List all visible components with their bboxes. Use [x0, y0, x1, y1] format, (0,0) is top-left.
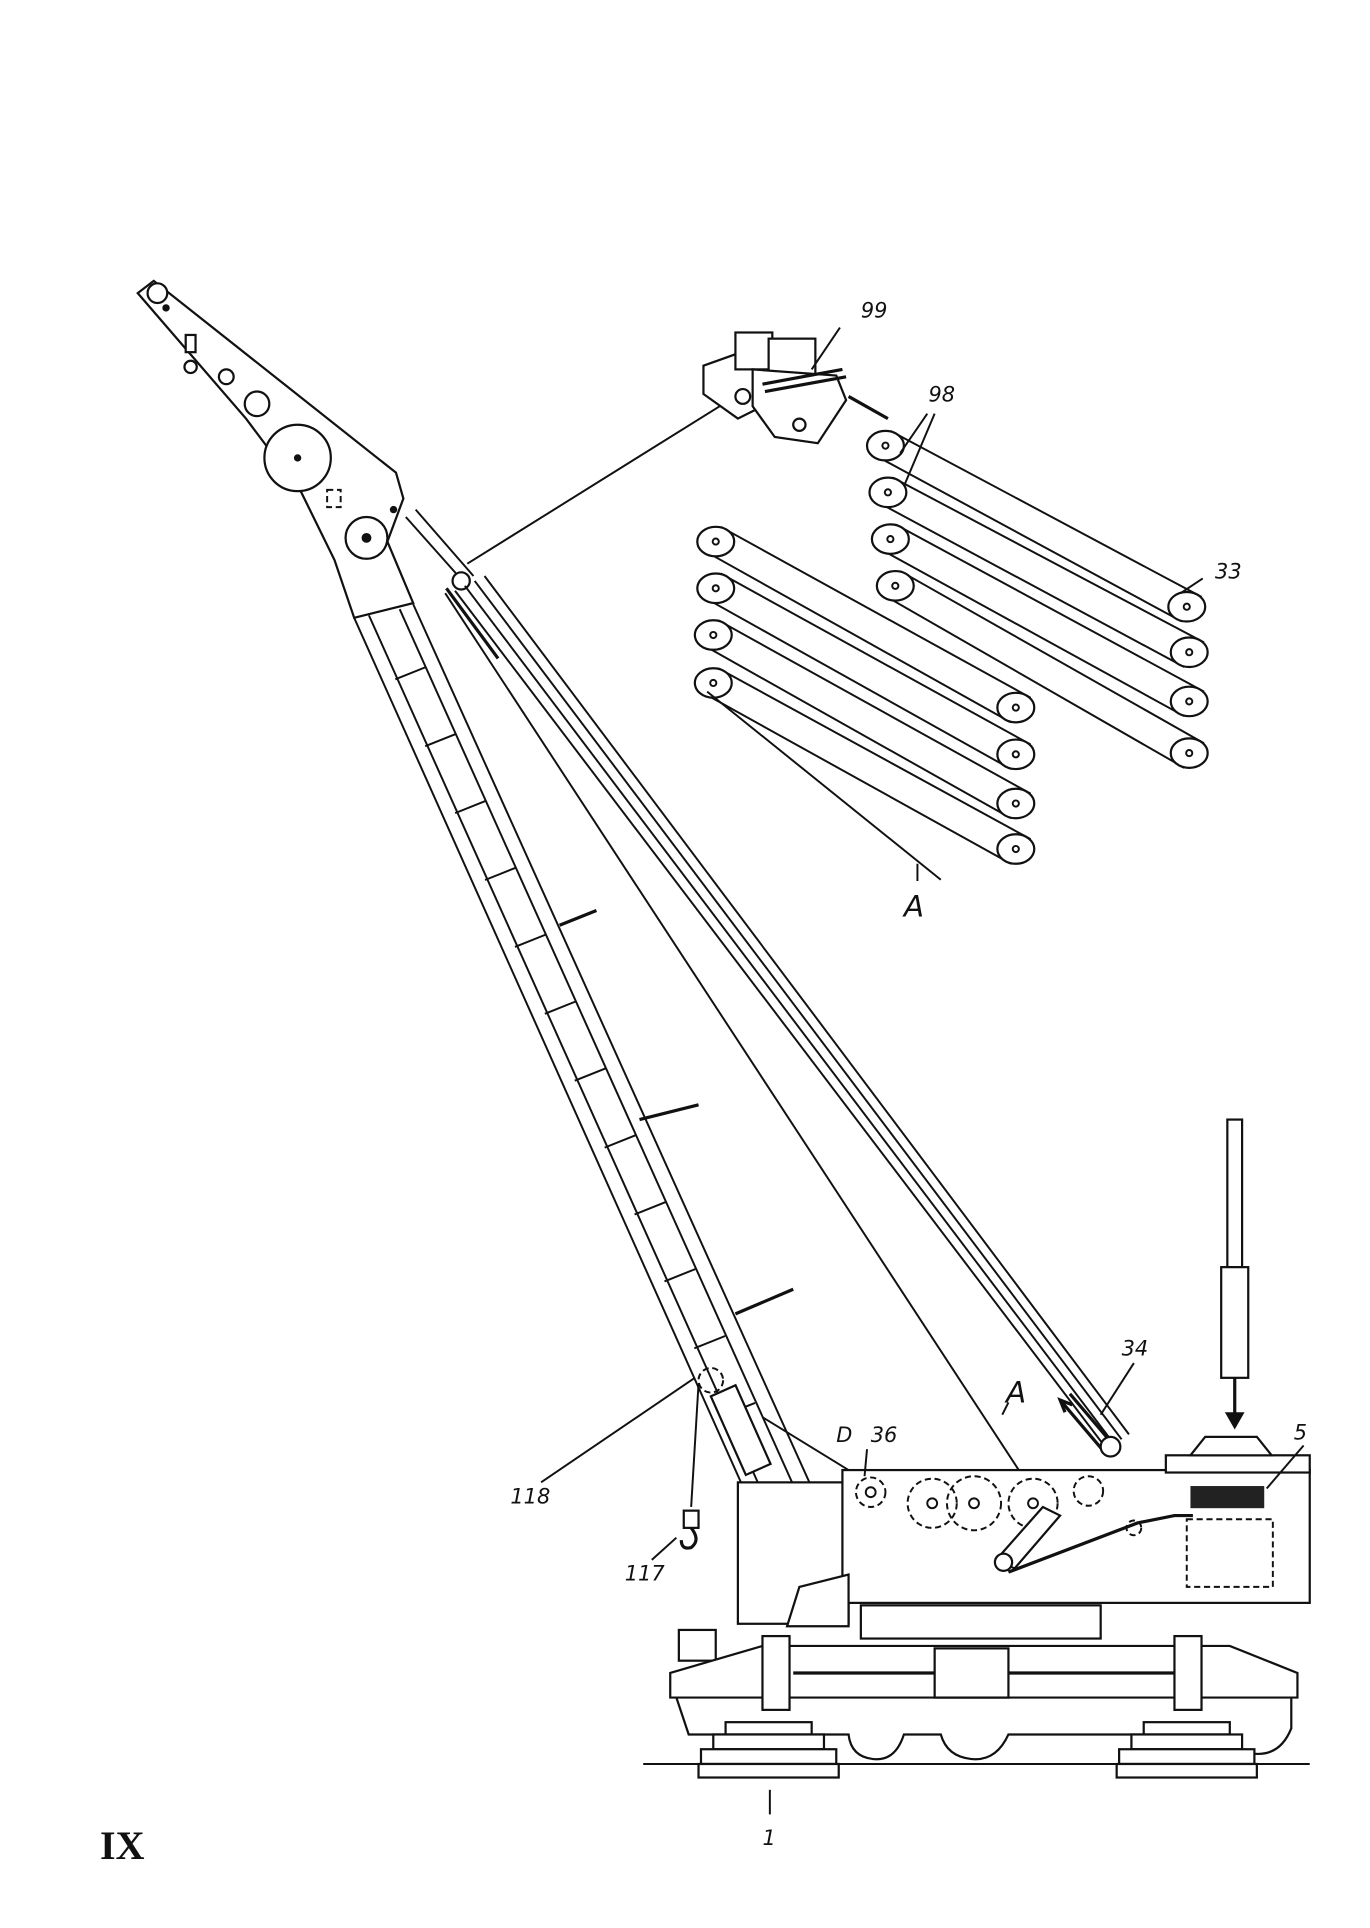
ladder-rung — [544, 1000, 576, 1015]
sheave-sets — [693, 429, 1209, 865]
sheave-belt — [870, 523, 1209, 718]
ladder-rung — [454, 799, 487, 815]
undercarriage — [643, 1604, 1310, 1815]
ladder-rung — [514, 933, 547, 948]
superstructure — [736, 1392, 1311, 1628]
sheave-belt — [875, 569, 1209, 769]
label-5: 5 — [1294, 1420, 1307, 1444]
sheave-icon — [875, 569, 915, 602]
sheave-icon — [1167, 590, 1207, 623]
boom-head — [136, 279, 415, 620]
sheave-belt — [693, 619, 1036, 820]
sheave-icon — [1169, 737, 1209, 769]
sheave-icon — [996, 691, 1036, 724]
boom-lattice — [353, 603, 852, 1600]
sheave-belt — [696, 572, 1036, 771]
label-34: 34 — [1122, 1337, 1149, 1361]
label-98: 98 — [929, 382, 956, 406]
sheave-belt — [868, 476, 1209, 669]
ropes — [405, 395, 1130, 1512]
label-D: D — [836, 1423, 852, 1447]
ladder-rung — [604, 1134, 636, 1149]
sheave-belt — [693, 667, 1036, 865]
rope-A — [444, 592, 1047, 1512]
sheave-icon — [1169, 685, 1209, 718]
sheave-icon — [696, 525, 736, 558]
ladder-rung — [484, 866, 517, 881]
label-33: 33 — [1215, 559, 1242, 583]
sheave-icon — [1169, 636, 1209, 669]
ladder-rung — [424, 732, 457, 748]
sheave-icon — [696, 572, 736, 605]
label-36: 36 — [871, 1423, 898, 1447]
sheave-belt — [865, 429, 1207, 623]
sheave-icon — [868, 476, 908, 509]
figure-number: IX — [100, 1823, 145, 1868]
pulley-block — [702, 327, 889, 445]
sheave-icon — [693, 619, 733, 651]
sheave-icon — [693, 667, 733, 699]
boom-strut-stub — [639, 1103, 699, 1122]
sheave-icon — [865, 429, 906, 462]
label-A-lower: A — [1004, 1375, 1026, 1409]
rope-A-leader — [706, 690, 942, 881]
label-A-upper: A — [902, 890, 924, 924]
label-1: 1 — [762, 1826, 775, 1850]
leader-lines — [540, 1362, 1305, 1561]
kelly-bar — [1220, 1118, 1250, 1430]
sheave-icon — [870, 523, 910, 555]
sheave-icon — [996, 787, 1036, 820]
ladder-rung — [634, 1201, 666, 1216]
outrigger-pad — [1115, 1721, 1258, 1779]
ladder-rung — [574, 1067, 606, 1082]
ladder-rung — [664, 1268, 696, 1283]
boom-strut-stub — [558, 909, 598, 927]
boom-lower-plate — [709, 1383, 773, 1477]
sheave-icon — [996, 833, 1036, 865]
block-tie-line — [466, 395, 736, 565]
label-118: 118 — [510, 1484, 550, 1508]
auxiliary-hook — [679, 1367, 725, 1550]
ladder-rung — [694, 1335, 726, 1350]
boom-ladder-rungs — [394, 666, 756, 1417]
label-117: 117 — [625, 1562, 666, 1586]
boom-strut-stub — [734, 1287, 794, 1316]
sheave-icon — [996, 738, 1036, 771]
ladder-rung — [394, 666, 427, 681]
label-99: 99 — [861, 299, 888, 323]
sheave-belt — [696, 525, 1036, 724]
